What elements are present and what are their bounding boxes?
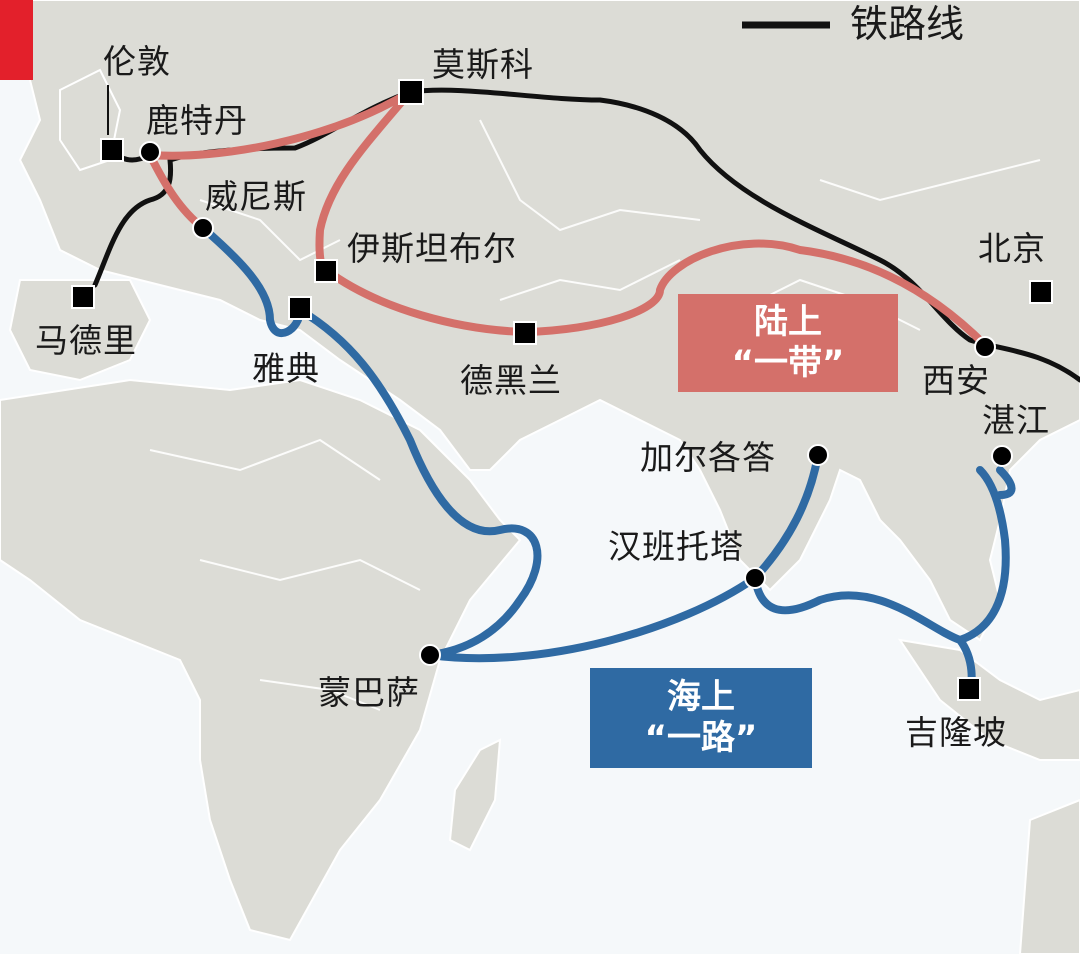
marker-mombasa: [419, 644, 441, 666]
marker-rotterdam: [139, 141, 161, 163]
railway-legend-label: 铁路线: [850, 2, 965, 46]
land-belt-line1: 陆上: [754, 302, 822, 343]
country-borders: [149, 119, 1041, 711]
marker-moscow: [398, 79, 424, 105]
city-label-kolkata: 加尔各答: [640, 438, 776, 477]
city-label-tehran: 德黑兰: [460, 361, 562, 400]
city-label-mombasa: 蒙巴萨: [318, 673, 420, 712]
marker-athens: [288, 296, 312, 320]
marker-london: [100, 138, 124, 162]
marker-beijing: [1029, 280, 1053, 304]
marker-madrid: [71, 285, 95, 309]
marker-xian: [974, 336, 996, 358]
land-belt-label-box: 陆上 “一带”: [678, 294, 898, 392]
city-label-jakarta: 吉隆坡: [905, 713, 1007, 752]
marker-kolkata: [807, 444, 829, 466]
city-label-venice: 威尼斯: [205, 177, 307, 216]
sea-road-label-box: 海上 “一路”: [590, 668, 812, 768]
land-belt-line2: “一带”: [731, 343, 845, 383]
city-label-athens: 雅典: [252, 349, 320, 388]
marker-hambantota: [744, 567, 766, 589]
marker-venice: [192, 217, 214, 239]
city-label-beijing: 北京: [978, 229, 1046, 268]
city-label-xian: 西安: [922, 361, 990, 400]
accent-tab: [0, 0, 33, 80]
city-label-madrid: 马德里: [35, 321, 137, 360]
marker-jakarta: [957, 677, 981, 701]
sea-road-route: [199, 224, 1016, 694]
sea-road-line1: 海上: [667, 677, 735, 718]
city-label-moscow: 莫斯科: [432, 45, 534, 84]
city-label-istanbul: 伊斯坦布尔: [347, 229, 517, 268]
city-label-hambantota: 汉班托塔: [608, 527, 744, 566]
city-label-zhanjiang: 湛江: [982, 401, 1050, 440]
city-label-london: 伦敦: [103, 42, 171, 81]
marker-zhanjiang: [991, 445, 1013, 467]
marker-istanbul: [314, 259, 338, 283]
sea-road-line2: “一路”: [644, 718, 758, 758]
city-markers: [71, 79, 1053, 701]
city-label-rotterdam: 鹿特丹: [146, 101, 248, 140]
marker-tehran: [513, 321, 537, 345]
